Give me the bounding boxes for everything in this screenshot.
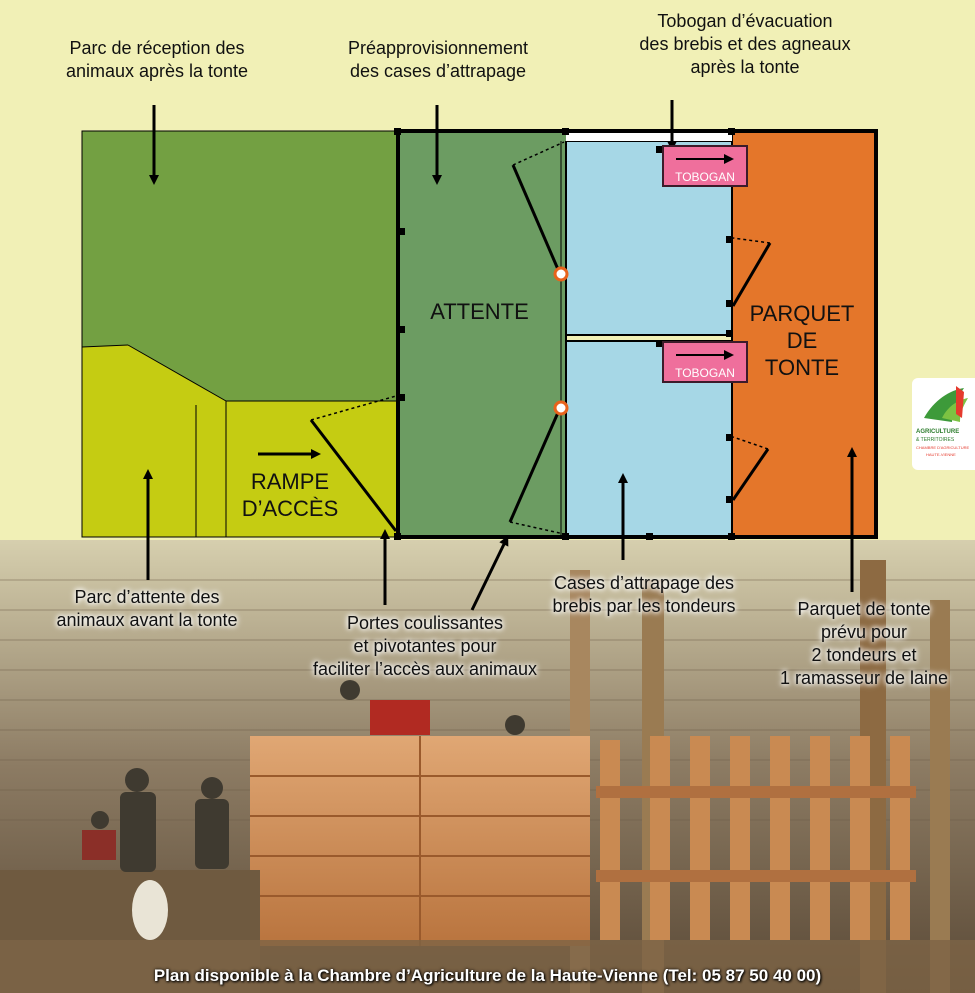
parquet-label-line-3: TONTE bbox=[764, 355, 840, 380]
pivot-point-bottom bbox=[553, 400, 569, 416]
parquet-note-line-1: Parquet de tonte bbox=[797, 599, 931, 619]
toboggan-line-3: après la tonte bbox=[690, 57, 800, 77]
shearing-shed-photo bbox=[0, 540, 975, 993]
toboggan-line-2: des brebis et des agneaux bbox=[639, 34, 851, 54]
parquet-annotation: Parquet de tonte prévu pour 2 tondeurs e… bbox=[758, 598, 970, 690]
logo-line-3: CHAMBRE D'AGRICULTURE bbox=[916, 445, 969, 450]
arrow-right-icon bbox=[676, 350, 734, 360]
toboggan-annotation: Tobogan d’évacuation des brebis et des a… bbox=[590, 10, 900, 79]
toboggan-line-1: Tobogan d’évacuation bbox=[657, 11, 833, 31]
attente-zone bbox=[398, 131, 566, 537]
cases-line-2: brebis par les tondeurs bbox=[552, 596, 736, 616]
reception-line-2: animaux après la tonte bbox=[65, 61, 249, 81]
chambre-agriculture-logo: AGRICULTURE & TERRITOIRES CHAMBRE D'AGRI… bbox=[912, 378, 975, 470]
ramp-label-line-1: RAMPE bbox=[250, 469, 330, 494]
doors-line-3: faciliter l’accès aux animaux bbox=[312, 659, 538, 679]
cases-annotation: Cases d’attrapage des brebis par les ton… bbox=[520, 572, 768, 618]
waiting-park-zone bbox=[82, 345, 226, 537]
parquet-note-line-2: prévu pour bbox=[820, 622, 908, 642]
arrow-right-icon bbox=[676, 154, 734, 164]
tobogan-label-bottom: TOBOGAN bbox=[675, 366, 735, 380]
doors-annotation: Portes coulissantes et pivotantes pour f… bbox=[280, 612, 570, 681]
fence-posts bbox=[394, 128, 735, 540]
parquet-note-line-3: 2 tondeurs et bbox=[811, 645, 917, 665]
footer-contact-line: Plan disponible à la Chambre d’Agricultu… bbox=[153, 966, 822, 985]
doors-line-2: et pivotantes pour bbox=[353, 636, 497, 656]
attente-parc-line-1: Parc d’attente des bbox=[74, 587, 220, 607]
tobogan-label-top: TOBOGAN bbox=[675, 170, 735, 184]
cases-line-1: Cases d’attrapage des bbox=[553, 573, 735, 593]
parquet-label: PARQUET DE TONTE bbox=[736, 300, 868, 381]
pivot-point-top bbox=[553, 266, 569, 282]
doors-line-1: Portes coulissantes bbox=[346, 613, 504, 633]
logo-line-1: AGRICULTURE bbox=[916, 429, 959, 435]
sliding-pivoting-gates bbox=[309, 141, 772, 535]
logo-line-2: & TERRITOIRES bbox=[916, 437, 955, 443]
ramp-label-line-2: D’ACCÈS bbox=[241, 496, 339, 521]
ramp-label: RAMPE D’ACCÈS bbox=[228, 468, 352, 522]
reception-annotation: Parc de réception des animaux après la t… bbox=[12, 37, 302, 83]
attente-parc-line-2: animaux avant la tonte bbox=[56, 610, 238, 630]
parquet-note-line-4: 1 ramasseur de laine bbox=[779, 668, 949, 688]
preappro-line-2: des cases d’attrapage bbox=[349, 61, 527, 81]
tobogan-box-bottom: TOBOGAN bbox=[662, 341, 748, 383]
attente-label: ATTENTE bbox=[430, 299, 529, 324]
reception-line-1: Parc de réception des bbox=[69, 38, 245, 58]
parquet-label-line-1: PARQUET bbox=[749, 301, 855, 326]
tobogan-box-top: TOBOGAN bbox=[662, 145, 748, 187]
preappro-annotation: Préapprovisionnement des cases d’attrapa… bbox=[318, 37, 558, 83]
logo-line-4: HAUTE-VIENNE bbox=[926, 452, 956, 457]
attente-parc-annotation: Parc d’attente des animaux avant la tont… bbox=[14, 586, 280, 632]
preappro-line-1: Préapprovisionnement bbox=[347, 38, 529, 58]
parquet-label-line-2: DE bbox=[786, 328, 818, 353]
